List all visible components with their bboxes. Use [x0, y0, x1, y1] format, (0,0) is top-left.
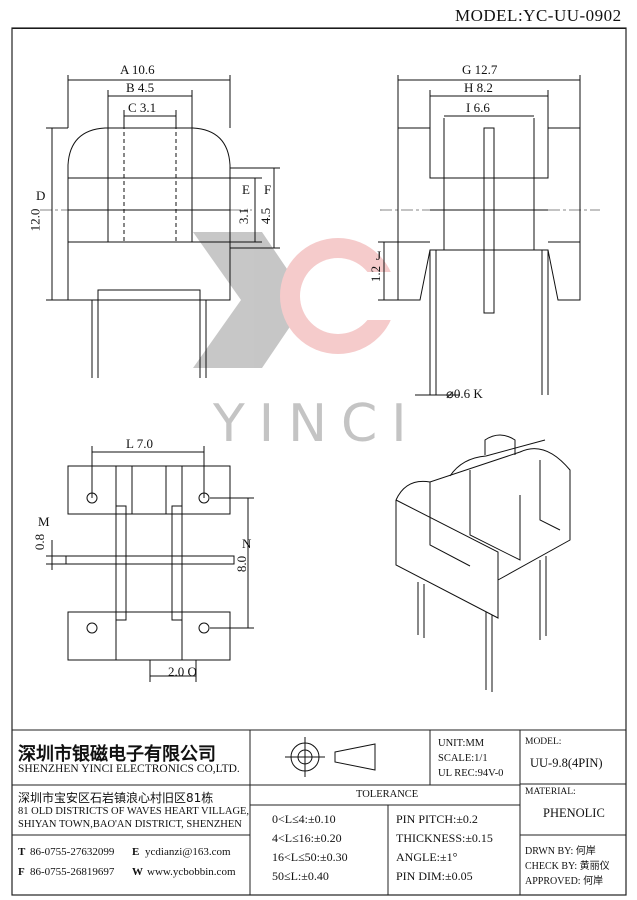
- tolerance-title: TOLERANCE: [356, 789, 419, 800]
- ul-label: UL REC:94V-0: [438, 768, 504, 779]
- fax-value: 86-0755-26819697: [30, 866, 115, 878]
- dim-f-val: 4.5: [258, 207, 274, 225]
- tolerance-right-2: ANGLE:±1°: [396, 850, 458, 864]
- check-by: CHECK BY: 黄丽仪: [525, 861, 610, 872]
- tolerance-left-1: 4<L≤16:±0.20: [272, 831, 342, 845]
- front-view: [40, 75, 280, 378]
- dim-c: C 3.1: [128, 100, 157, 115]
- address-cn: 深圳市宝安区石岩镇浪心村旧区81栋: [18, 791, 214, 805]
- web-label: W: [132, 866, 143, 878]
- tel-label: T: [18, 846, 26, 858]
- tolerance-left-0: 0<L≤4:±0.10: [272, 812, 336, 826]
- isometric-view: [395, 434, 571, 692]
- unit-label: UNIT:MM: [438, 738, 485, 749]
- dim-a: A 10.6: [120, 62, 155, 77]
- dim-j-val: 1.2: [368, 265, 384, 283]
- material-value: PHENOLIC: [543, 806, 605, 820]
- email-value: ycdianzi@163.com: [145, 846, 231, 858]
- address-en-1: 81 OLD DISTRICTS OF WAVES HEART VILLAGE,: [18, 806, 250, 817]
- dim-m-val: 0.8: [32, 533, 48, 551]
- approved-by: APPROVED: 何岸: [525, 876, 604, 887]
- bottom-view: [46, 446, 254, 682]
- tolerance-right-0: PIN PITCH:±0.2: [396, 812, 478, 826]
- dim-k: ⌀0.6 K: [446, 386, 483, 401]
- dim-g: G 12.7: [462, 62, 498, 77]
- fax-label: F: [18, 866, 25, 878]
- dim-i: I 6.6: [466, 100, 490, 115]
- dim-n: N: [242, 536, 252, 551]
- tolerance-right-1: THICKNESS:±0.15: [396, 831, 493, 845]
- dim-e: E: [242, 182, 250, 197]
- title-block: [12, 729, 626, 895]
- dim-b: B 4.5: [126, 80, 155, 95]
- dim-n-val: 8.0: [234, 555, 250, 573]
- tolerance-right-3: PIN DIM:±0.05: [396, 869, 473, 883]
- dim-12: 12.0: [27, 208, 43, 232]
- email-label: E: [132, 846, 140, 858]
- side-view: [378, 75, 600, 396]
- scale-label: SCALE:1/1: [438, 753, 488, 764]
- dim-j: J: [376, 248, 382, 263]
- dim-d: D: [36, 188, 46, 203]
- model-value: UU-9.8(4PIN): [530, 756, 603, 770]
- watermark-text: YINCI: [213, 394, 421, 454]
- model-header: MODEL:YC-UU-0902: [455, 6, 622, 25]
- dim-o: 2.0 O: [168, 664, 197, 679]
- projection-symbol: [285, 737, 376, 777]
- dim-m: M: [38, 514, 50, 529]
- web-value: www.ycbobbin.com: [147, 866, 236, 878]
- yinci-logo-mark: [193, 232, 400, 368]
- address-en-2: SHIYAN TOWN,BAO'AN DISTRICT, SHENZHEN: [18, 819, 242, 830]
- company-name-cn: 深圳市银磁电子有限公司: [18, 744, 216, 765]
- tel-value: 86-0755-27632099: [30, 846, 115, 858]
- drawn-by: DRWN BY: 何岸: [525, 846, 596, 857]
- tolerance-left-2: 16<L≤50:±0.30: [272, 850, 348, 864]
- tolerance-left-3: 50≤L:±0.40: [272, 869, 329, 883]
- company-name-en: SHENZHEN YINCI ELECTRONICS CO,LTD.: [18, 763, 240, 775]
- material-label: MATERIAL:: [525, 787, 576, 797]
- dim-h: H 8.2: [464, 80, 493, 95]
- dim-e-val: 3.1: [236, 207, 252, 225]
- dim-l: L 7.0: [126, 436, 153, 451]
- model-label: MODEL:: [525, 737, 562, 747]
- dim-f: F: [264, 182, 272, 197]
